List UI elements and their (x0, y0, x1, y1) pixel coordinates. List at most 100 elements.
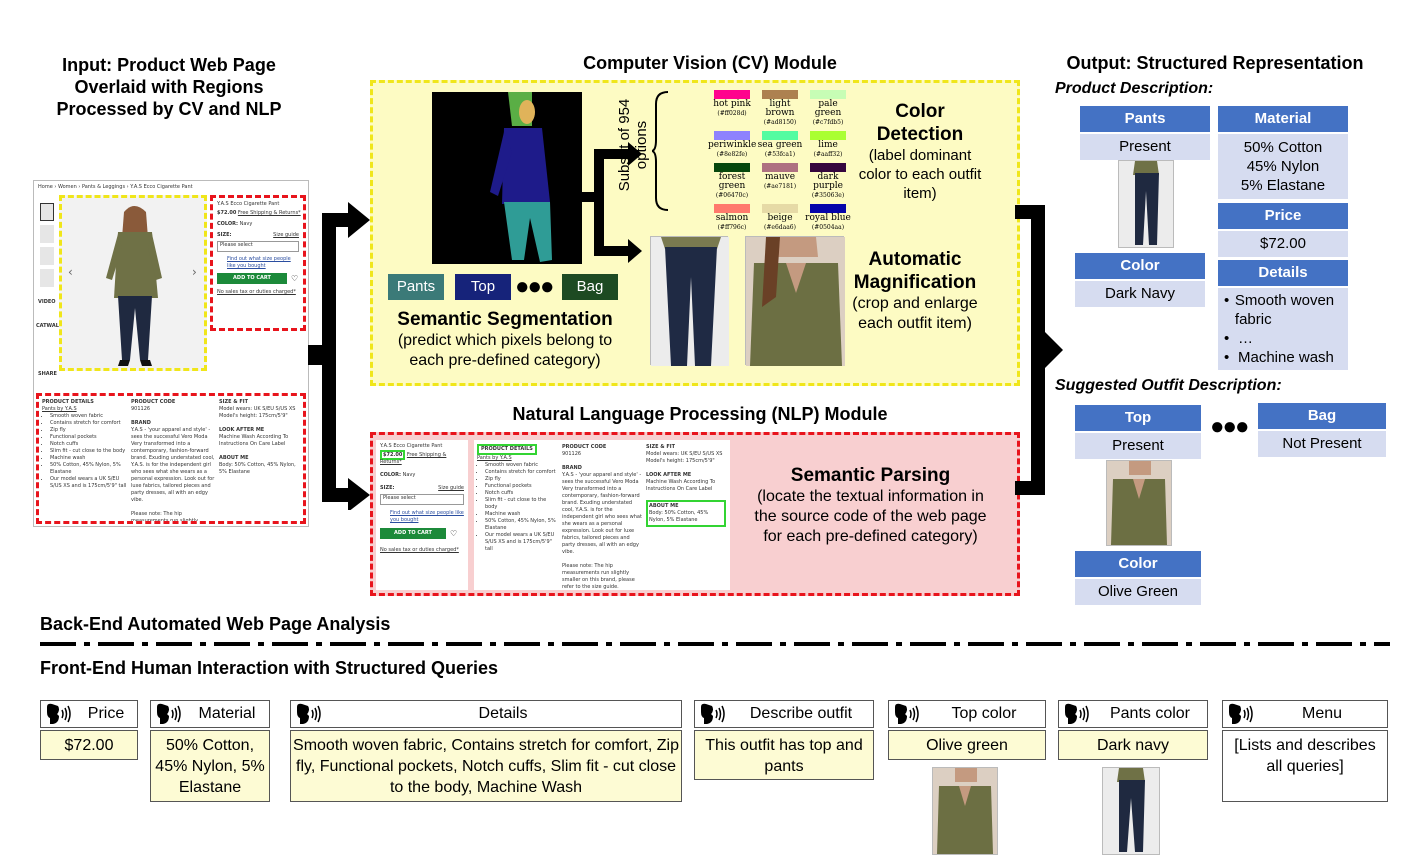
mini-pants-by[interactable]: Pants by Y.A.S (477, 455, 512, 461)
top-color-value: Olive Green (1075, 579, 1201, 605)
ellipsis-dots: ●●● (515, 273, 554, 300)
color-name: royal blue (805, 213, 851, 223)
query-button[interactable]: Describe outfit (694, 700, 874, 728)
detail-item: Slim fit - cut close to the body (50, 448, 128, 455)
details-values: •Smooth woven fabric •… •Machine wash (1218, 288, 1348, 370)
mini-heart-icon[interactable]: ♡ (450, 529, 458, 538)
mini-shipping[interactable]: Free Shipping & Returns* (380, 452, 447, 465)
size-guide-link[interactable]: Size guide (273, 232, 299, 238)
color-swatch (810, 90, 846, 99)
mini-size-guide[interactable]: Size guide (438, 485, 464, 491)
mini-fit-link[interactable]: Find out what size people like you bough… (390, 510, 464, 523)
detail-item: Smooth woven fabric (485, 462, 557, 469)
code-value: 901126 (131, 406, 151, 412)
pants-thumbnail (1118, 160, 1174, 248)
mini-details-list: Smooth woven fabricContains stretch for … (477, 462, 557, 553)
mini-size-fit-heading: SIZE & FIT (646, 444, 676, 450)
detail-item: Our model wears a UK S/EU S/US XS and is… (50, 476, 128, 490)
query-button[interactable]: Material (150, 700, 270, 728)
voice-speaker-icon (701, 703, 725, 724)
color-hex: (#53fca1) (764, 151, 796, 158)
voice-speaker-icon (895, 703, 919, 724)
pants-by[interactable]: Pants by Y.A.S (42, 406, 77, 412)
query-response: 50% Cotton, 45% Nylon, 5% Elastane (150, 730, 270, 802)
fit-link[interactable]: Find out what size people like you bough… (227, 256, 291, 269)
color-hex: (#e6daa6) (764, 224, 796, 231)
details-list: Smooth woven fabricContains stretch for … (42, 413, 128, 490)
parsing-desc: (locate the textual information in the s… (754, 488, 987, 545)
shipping-link[interactable]: Free Shipping & Returns* (237, 210, 301, 216)
query-button[interactable]: Price (40, 700, 138, 728)
color-header: Color (1075, 253, 1205, 279)
mini-product-name: Y.A.S Ecco Cigarette Pant (380, 443, 443, 449)
color-hex: (#ff028d) (717, 110, 747, 117)
detail-item: Zip fly (485, 476, 557, 483)
catwalk-label[interactable]: CATWALK (36, 323, 63, 329)
detail-item: Notch cuffs (50, 441, 128, 448)
query-button[interactable]: Details (290, 700, 682, 728)
details-value: Machine wash (1238, 349, 1334, 366)
share-label[interactable]: SHARE (38, 371, 57, 377)
detail-item: 50% Cotton, 45% Nylon, 5% Elastane (485, 518, 557, 532)
price-card: Price $72.00 (1218, 203, 1348, 257)
brand-text: Y.A.S - 'your apparel and style' - sees … (131, 427, 215, 503)
color-hex: (#c7fdb5) (812, 119, 844, 126)
mini-brand-heading: BRAND (562, 465, 582, 471)
product-desc-label: Product Description: (1055, 80, 1214, 97)
seg-label-pants: Pants (388, 274, 444, 300)
color-swatch (714, 163, 750, 172)
color-swatch (714, 131, 750, 140)
video-label[interactable]: VIDEO (38, 299, 56, 305)
input-title: Input: Product Web Page Overlaid with Re… (56, 55, 282, 119)
mini-size-select[interactable]: Please select (380, 494, 464, 505)
color-label: COLOR: (217, 221, 239, 227)
product-name: Y.A.S Ecco Cigarette Pant (217, 201, 280, 207)
output-arrows (1015, 205, 1063, 495)
top-thumbnail (1106, 460, 1172, 546)
detail-item: Our model wears a UK S/EU S/US XS and is… (485, 532, 557, 553)
segmentation-title: Semantic Segmentation (397, 309, 613, 330)
color-hex: (#aaff32) (813, 151, 843, 158)
top-color-thumbnail (932, 767, 998, 855)
pants-value: Present (1080, 134, 1210, 160)
query-button[interactable]: Pants color (1058, 700, 1208, 728)
mini-add-to-cart[interactable]: ADD TO CART (380, 528, 446, 539)
material-values: 50% Cotton 45% Nylon 5% Elastane (1218, 134, 1348, 199)
query-response: Dark navy (1058, 730, 1208, 760)
material-header: Material (1218, 106, 1348, 132)
thumbnail[interactable] (40, 225, 54, 243)
mini-brand-text: Y.A.S - 'your apparel and style' - sees … (562, 472, 642, 555)
add-to-cart-button[interactable]: ADD TO CART (217, 273, 287, 284)
color-hex: (#8e82fe) (716, 151, 748, 158)
color-swatch-cell: light brown(#ad8150) (756, 90, 804, 127)
top-crop-image (745, 236, 845, 366)
thumbnail[interactable] (40, 203, 54, 221)
color-swatch (762, 90, 798, 99)
color-name: mauve (764, 172, 796, 182)
color-hex: (#35063e) (811, 192, 845, 199)
pants-crop-image (650, 236, 729, 366)
query-button[interactable]: Menu (1222, 700, 1388, 728)
voice-speaker-icon (297, 703, 321, 724)
mini-look-after-text: Machine Wash According To Instructions O… (646, 479, 716, 492)
size-select[interactable]: Please select (217, 241, 299, 252)
thumbnail[interactable] (40, 247, 54, 265)
query-button[interactable]: Top color (888, 700, 1046, 728)
query-label: Material (198, 705, 256, 722)
material-card: Material 50% Cotton 45% Nylon 5% Elastan… (1218, 106, 1348, 199)
color-swatch (762, 131, 798, 140)
heart-icon[interactable]: ♡ (291, 274, 299, 283)
price-header: Price (1218, 203, 1348, 229)
mini-about-text: Body: 50% Cotton, 45% Nylon, 5% Elastane (649, 510, 709, 523)
color-swatch (714, 204, 750, 213)
query-label: Menu (1301, 705, 1343, 722)
thumbnail[interactable] (40, 269, 54, 287)
color-swatch (762, 163, 798, 172)
color-swatch-grid: hot pink(#ff028d)light brown(#ad8150)pal… (708, 90, 853, 232)
color-detection-title: Color Detection (876, 101, 964, 145)
color-name: lime (818, 140, 838, 150)
breadcrumb[interactable]: Home › Women › Pants & Leggings › Y.A.S … (38, 184, 193, 190)
mini-details-heading: PRODUCT DETAILS (477, 444, 537, 455)
color-name: beige (767, 213, 793, 223)
color-detection-block: Color Detection (label dominant color to… (858, 100, 982, 203)
